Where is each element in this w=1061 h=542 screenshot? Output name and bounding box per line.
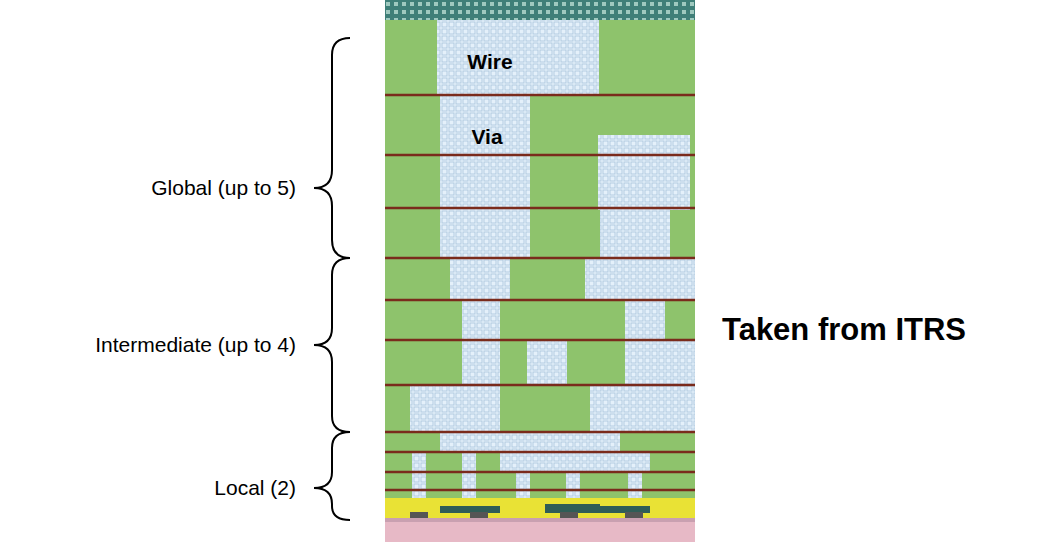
level-label: Local (2)	[214, 476, 296, 500]
level-label: Global (up to 5)	[151, 176, 296, 200]
via-label: Via	[471, 125, 502, 149]
level-label: Intermediate (up to 4)	[95, 333, 296, 357]
source-note: Taken from ITRS	[722, 312, 966, 348]
wire-label: Wire	[467, 50, 512, 74]
